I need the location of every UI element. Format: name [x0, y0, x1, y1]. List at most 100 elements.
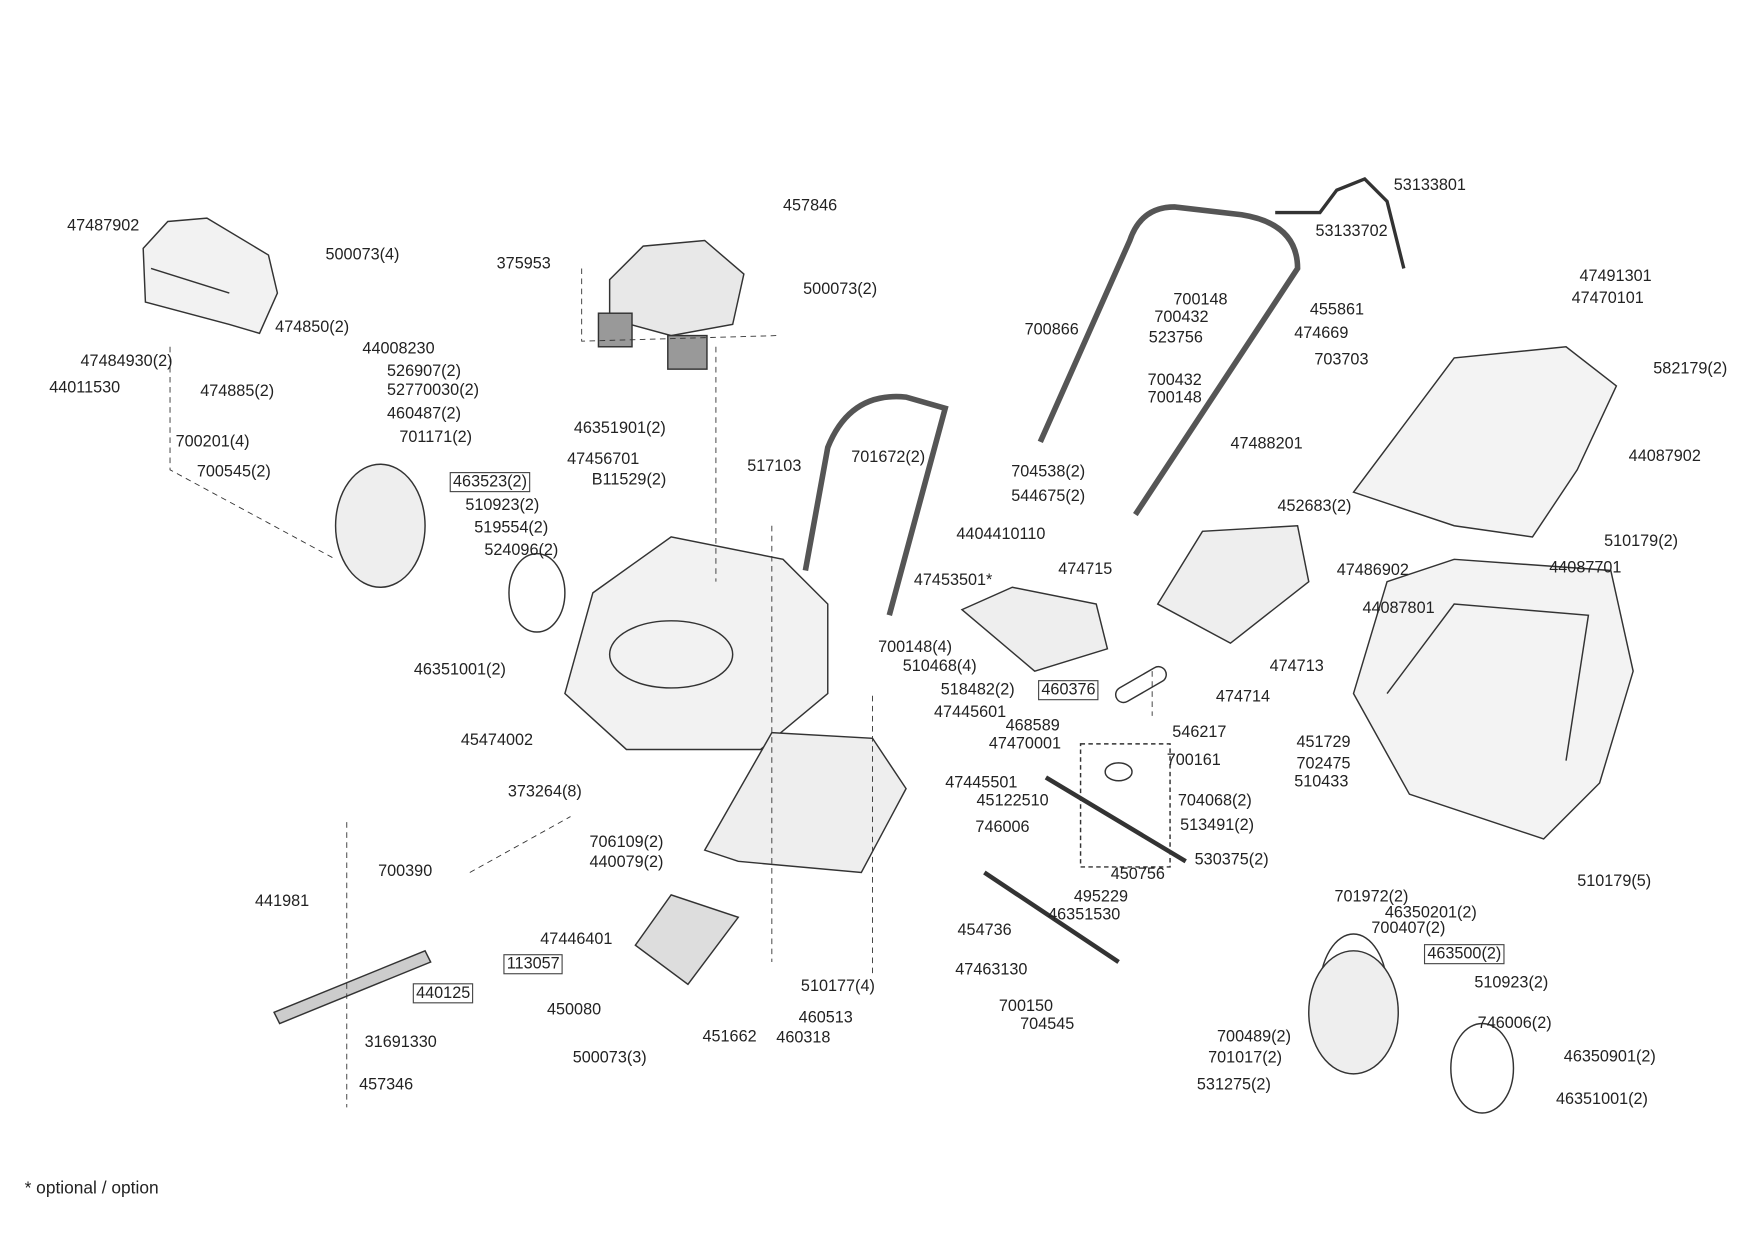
- part-number-label: 468589: [1005, 717, 1060, 735]
- part-number-label: 700150: [998, 997, 1054, 1016]
- part-number-label: 455861: [1309, 300, 1365, 319]
- part-number-label: 47487902: [67, 217, 140, 235]
- part-number-label: 517103: [747, 457, 802, 476]
- part-number-label: 450080: [546, 1001, 602, 1020]
- part-number-label: 474669: [1294, 324, 1349, 343]
- part-number-label: 474714: [1215, 687, 1271, 706]
- part-number-label: 47463130: [955, 960, 1028, 979]
- part-number-label: 457346: [359, 1076, 414, 1094]
- part-number-label: 47486902: [1336, 561, 1409, 580]
- part-number-label: 544675(2): [1011, 487, 1086, 506]
- part-number-label: 510923(2): [1474, 974, 1549, 993]
- part-number-label: 704545: [1020, 1015, 1075, 1034]
- part-number-label: 440125: [412, 983, 474, 1004]
- part-number-label: 518482(2): [940, 681, 1015, 700]
- part-number-label: 375953: [496, 255, 551, 273]
- part-number-label: B11529(2): [591, 470, 667, 489]
- part-number-label: 460376: [1038, 680, 1099, 701]
- part-number-label: 47445501: [945, 774, 1018, 792]
- part-number-label: 474885(2): [200, 382, 275, 401]
- part-number-label: 113057: [503, 954, 564, 975]
- part-number-label: 523756: [1148, 328, 1203, 347]
- part-number-label: 510923(2): [465, 496, 540, 515]
- part-number-label: 47446401: [540, 930, 613, 949]
- part-number-label: 701017(2): [1208, 1049, 1283, 1068]
- grass-box-lid: [1352, 346, 1618, 538]
- part-number-label: 44087701: [1549, 559, 1622, 578]
- part-number-label: 700866: [1024, 321, 1079, 339]
- part-number-label: 500073(4): [325, 246, 400, 264]
- gearbox: [1044, 743, 1187, 868]
- rear-flap-cover: [142, 217, 279, 335]
- part-number-label: 510468(4): [902, 657, 977, 676]
- part-number-label: 460318: [776, 1029, 831, 1048]
- part-number-label: 700148: [1173, 290, 1228, 309]
- part-number-label: 47456701: [567, 450, 640, 469]
- part-number-label: 700545(2): [196, 463, 271, 481]
- part-number-label: 47484930(2): [80, 352, 173, 371]
- part-number-label: 451662: [702, 1027, 757, 1046]
- part-number-label: 47470101: [1571, 289, 1644, 308]
- handle-lower: [802, 393, 949, 616]
- part-number-label: 700148: [1147, 389, 1202, 408]
- dashed-guides: [169, 268, 1153, 1108]
- upper-handle-bar: [1275, 177, 1406, 269]
- part-number-label: 46351901(2): [573, 419, 666, 438]
- part-number-label: 701672(2): [851, 448, 926, 467]
- part-number-label: 530375(2): [1194, 851, 1269, 870]
- blade: [273, 949, 432, 1025]
- part-number-label: 510177(4): [800, 977, 875, 996]
- part-number-label: 510179(2): [1604, 532, 1679, 551]
- engine: [597, 239, 745, 370]
- handle-upper: [1037, 204, 1301, 517]
- rear-chute: [703, 731, 907, 874]
- rear-axle: [983, 870, 1120, 964]
- part-number-label: 582179(2): [1653, 360, 1728, 379]
- part-number-label: 546217: [1172, 723, 1227, 742]
- part-number-label: 47453501*: [913, 571, 993, 590]
- part-number-label: 47445601: [934, 703, 1007, 722]
- part-number-label: 454736: [957, 921, 1012, 940]
- part-number-label: 451729: [1296, 733, 1351, 752]
- part-number-label: 510433: [1294, 772, 1349, 791]
- part-number-label: 45474002: [460, 731, 534, 750]
- part-number-label: 702475: [1296, 755, 1351, 773]
- part-number-label: 460513: [798, 1008, 853, 1027]
- part-number-label: 700390: [378, 862, 433, 881]
- part-number-label: 53133801: [1393, 176, 1466, 195]
- part-number-label: 46351530: [1048, 906, 1121, 924]
- part-number-label: 373264(8): [507, 783, 582, 801]
- part-number-label: 44087902: [1628, 447, 1701, 466]
- part-number-label: 474715: [1058, 560, 1113, 579]
- front-wheel: [334, 463, 566, 633]
- part-number-label: 4404410110: [956, 525, 1046, 544]
- part-number-label: 500073(3): [572, 1049, 647, 1068]
- part-number-label: 46351001(2): [1555, 1090, 1648, 1109]
- part-number-label: 704538(2): [1011, 463, 1086, 481]
- part-number-label: 463500(2): [1423, 944, 1505, 965]
- part-number-label: 440079(2): [589, 853, 664, 872]
- grass-box-window-cover: [1156, 524, 1310, 645]
- part-number-label: 47488201: [1230, 435, 1303, 454]
- part-number-label: 526907(2): [387, 362, 461, 381]
- part-number-label: 703703: [1314, 351, 1369, 370]
- part-number-label: 457846: [783, 196, 838, 215]
- part-number-label: 47470001: [988, 734, 1062, 753]
- part-number-label: 495229: [1073, 888, 1128, 907]
- footnote: * optional / option: [24, 1179, 159, 1199]
- part-number-label: 746006(2): [1477, 1014, 1552, 1033]
- part-number-label: 531275(2): [1196, 1076, 1271, 1094]
- part-number-label: 45122510: [976, 791, 1049, 810]
- part-number-label: 700148(4): [878, 638, 953, 657]
- part-number-label: 46350901(2): [1563, 1048, 1656, 1067]
- part-number-label: 31691330: [364, 1033, 437, 1052]
- part-number-label: 700407(2): [1371, 919, 1446, 938]
- part-number-label: 510179(5): [1577, 872, 1652, 891]
- part-number-label: 700201(4): [175, 432, 250, 451]
- part-number-label: 460487(2): [387, 404, 461, 423]
- part-number-label: 47491301: [1579, 267, 1652, 286]
- part-number-label: 524096(2): [484, 541, 559, 560]
- part-number-label: 500073(2): [803, 280, 878, 299]
- part-number-label: 452683(2): [1277, 497, 1352, 516]
